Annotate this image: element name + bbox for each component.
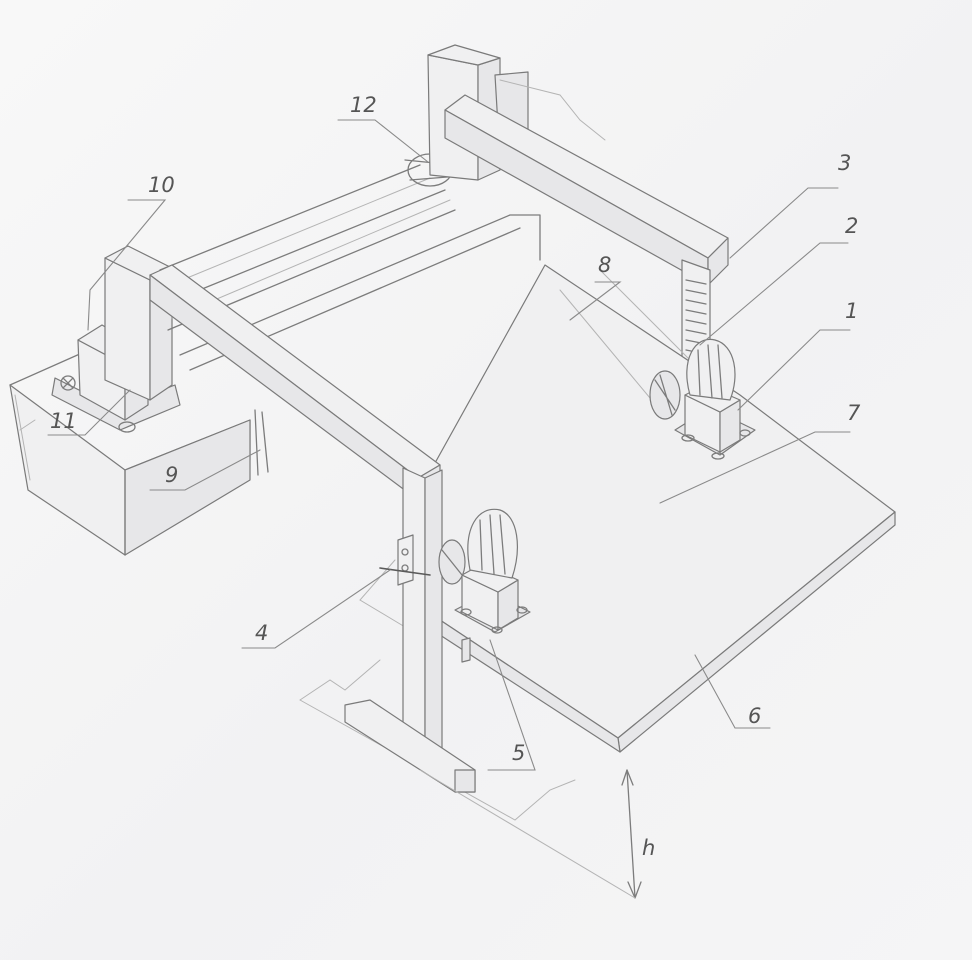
- front-post: [254, 409, 476, 793]
- label-1: 1: [845, 299, 858, 323]
- top-beam-back: [444, 94, 729, 286]
- work-table: [419, 264, 896, 753]
- label-6: 6: [748, 704, 761, 728]
- label-2: 2: [845, 214, 858, 238]
- label-10: 10: [148, 173, 175, 197]
- label-h: h: [642, 836, 655, 860]
- label-11: 11: [50, 409, 77, 433]
- leader-lines: [47, 119, 851, 771]
- front-drive-unit: [438, 508, 531, 663]
- height-dimension: [419, 769, 642, 899]
- top-beam-front: [149, 264, 441, 501]
- label-8: 8: [598, 253, 611, 277]
- right-drive-unit: [649, 338, 756, 460]
- label-7: 7: [847, 401, 861, 425]
- label-4: 4: [255, 621, 268, 645]
- foundation-block: [9, 344, 251, 556]
- part-labels: 3 2 1 7 8 6 5 4 9 11 10 12 h: [50, 93, 861, 860]
- label-9: 9: [165, 463, 178, 487]
- label-12: 12: [350, 93, 377, 117]
- label-3: 3: [838, 151, 851, 175]
- label-5: 5: [512, 741, 525, 765]
